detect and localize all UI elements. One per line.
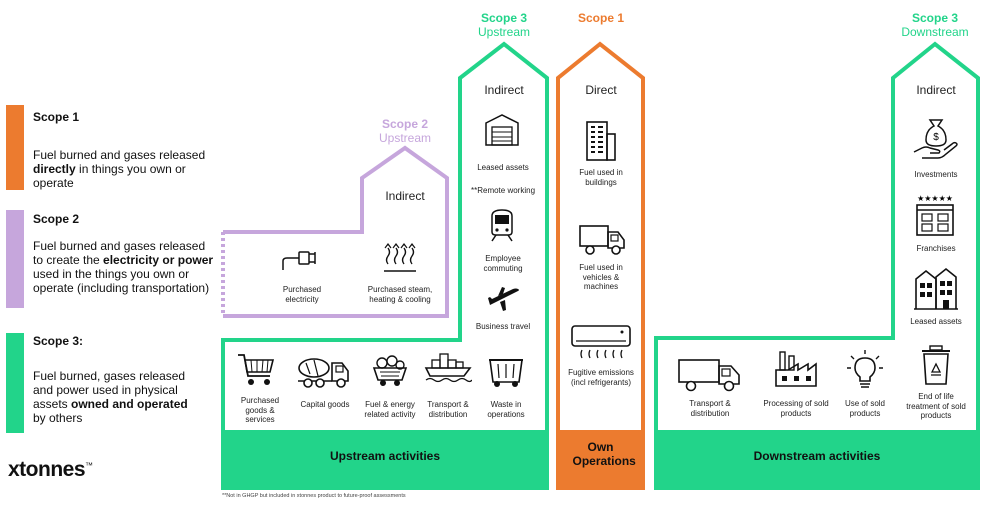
transport-truck-icon <box>678 359 740 392</box>
transport-up-label: Transport & distribution <box>427 400 469 419</box>
franchises-label: Franchises <box>916 244 956 253</box>
factory-icon <box>775 351 817 387</box>
processing-label: Processing of sold products <box>763 399 829 418</box>
scope2-house-outline <box>223 145 449 318</box>
svg-text:$: $ <box>933 132 939 143</box>
scope3-downstream-indirect-label: Indirect <box>916 83 956 97</box>
scope3-downstream-outline <box>654 41 980 490</box>
scope3-downstream-header-title: Scope 3 <box>911 11 959 25</box>
scope3-upstream-indirect-label: Indirect <box>484 83 524 97</box>
fugitive-label: Fugitive emissions (incl refrigerants) <box>568 368 634 387</box>
own-operations-text: Own Operations <box>572 440 636 468</box>
steam-heat-icon <box>384 243 416 272</box>
leased-assets-down-label: Leased assets <box>910 317 962 326</box>
use-sold-label: Use of sold products <box>844 399 886 418</box>
waste-label: Waste in operations <box>487 400 525 419</box>
scope3-downstream-header-sub: Downstream <box>901 25 969 39</box>
scope3-legend-text: Fuel burned, gases released and power us… <box>33 369 188 425</box>
coal-cart-icon <box>372 355 408 386</box>
waste-bin-icon <box>489 359 523 387</box>
remote-working-label: **Remote working <box>470 186 536 195</box>
scope1-legend-text: Fuel burned and gases released directly … <box>33 148 206 190</box>
capital-goods-label: Capital goods <box>300 400 350 409</box>
delivery-truck-icon <box>579 225 625 255</box>
purchased-electricity-label: Purchased electricity <box>282 285 322 304</box>
scope2-header-sub: Upstream <box>378 131 431 145</box>
investments-label: Investments <box>914 170 958 179</box>
xtonnes-logo: xtonnes™ <box>8 458 93 481</box>
cement-mixer-icon <box>298 358 349 388</box>
warehouse-icon <box>485 114 519 146</box>
fuel-vehicles-label: Fuel used in vehicles & machines <box>579 263 623 291</box>
downstream-footer-fill <box>656 430 978 488</box>
scope1-header-title: Scope 1 <box>577 11 625 25</box>
air-conditioner-icon <box>571 325 631 359</box>
train-icon <box>491 209 513 242</box>
end-of-life-label: End of life treatment of sold products <box>906 392 966 420</box>
own-operations-label: Own Operations <box>558 440 643 468</box>
apartment-building-icon <box>914 267 958 310</box>
scope2-header-title: Scope 2 <box>381 117 429 131</box>
purchased-goods-label: Purchased goods & services <box>240 396 280 424</box>
shopping-cart-icon <box>238 354 275 385</box>
scope2-header: Scope 2 Upstream <box>362 117 448 145</box>
scope3-legend-title: Scope 3: <box>33 334 84 348</box>
employee-commuting-label: Employee commuting <box>483 254 523 273</box>
airplane-icon <box>488 287 519 311</box>
scope1-legend-bar <box>6 105 24 190</box>
scope2-legend-text: Fuel burned and gases released to create… <box>33 239 214 295</box>
purchased-steam-label: Purchased steam, heating & cooling <box>367 285 433 304</box>
lightbulb-icon <box>847 350 883 388</box>
own-footer-fill <box>558 430 643 488</box>
fuel-energy-label: Fuel & energy related activity <box>364 400 416 419</box>
scope2-indirect-label: Indirect <box>385 189 425 203</box>
office-building-icon <box>586 121 616 161</box>
fuel-buildings-label: Fuel used in buildings <box>579 168 623 187</box>
svg-text:★★★★★: ★★★★★ <box>917 194 953 203</box>
investment-hand-icon: $ <box>913 119 958 159</box>
franchise-store-icon: ★★★★★ <box>916 194 954 236</box>
upstream-activities-label: Upstream activities <box>329 449 441 463</box>
scope3-upstream-header-title: Scope 3 <box>480 11 528 25</box>
scope1-legend-title: Scope 1 <box>33 110 80 124</box>
plug-icon <box>282 251 316 270</box>
recycle-bin-icon <box>922 345 950 385</box>
business-travel-label: Business travel <box>475 322 531 331</box>
scope1-header: Scope 1 <box>558 11 644 25</box>
upstream-footer-fill <box>223 430 547 488</box>
cargo-ship-icon <box>424 353 472 383</box>
scope2-legend-title: Scope 2 <box>33 212 80 226</box>
scope3-downstream-header: Scope 3 Downstream <box>890 11 980 39</box>
transport-down-label: Transport & distribution <box>689 399 731 418</box>
scope3-upstream-header: Scope 3 Upstream <box>460 11 548 39</box>
scope2-legend-bar <box>6 210 24 308</box>
footnote: **Not in GHGP but included in xtonnes pr… <box>222 493 406 499</box>
scope1-direct-label: Direct <box>585 83 617 97</box>
scope3-legend-bar <box>6 333 24 433</box>
scope3-upstream-header-sub: Upstream <box>477 25 530 39</box>
downstream-activities-label: Downstream activities <box>753 449 881 463</box>
leased-assets-up-label: Leased assets <box>477 163 529 172</box>
